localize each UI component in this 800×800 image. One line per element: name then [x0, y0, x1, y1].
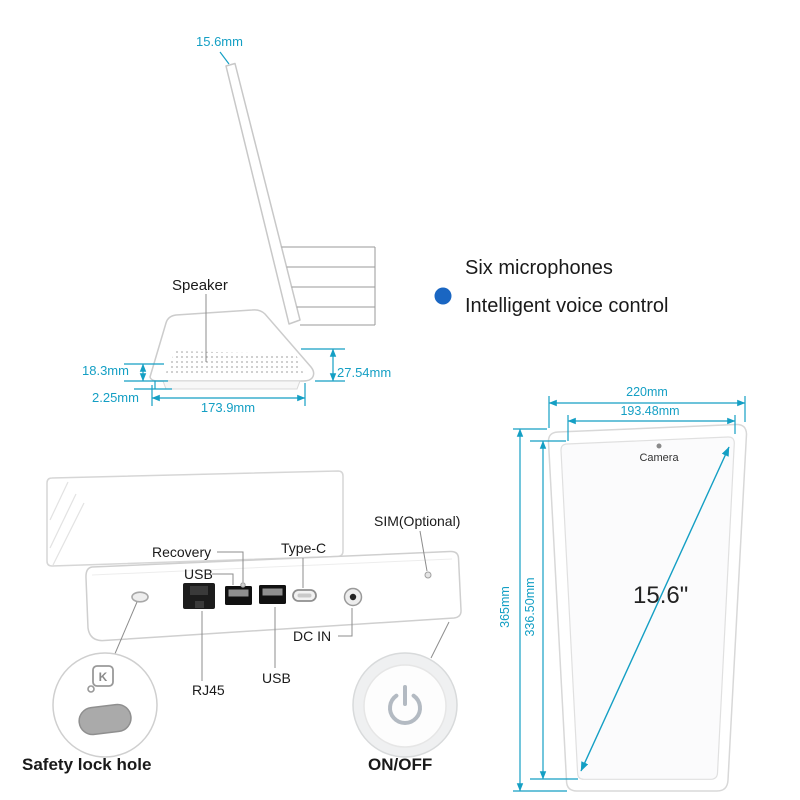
dim-label-right-height: 27.54mm — [337, 365, 392, 380]
lock-slot-detail — [78, 703, 132, 736]
dim-diagonal — [580, 446, 730, 772]
dim-220 — [548, 396, 746, 428]
rj45-port — [183, 583, 215, 609]
dim-365 — [513, 428, 567, 792]
mic-callout-bracket — [281, 246, 376, 326]
mic-subtitle: Intelligent voice control — [465, 295, 669, 317]
dim-label-screen-height: 336.50mm — [523, 577, 537, 637]
dim-label-screen-width: 193.48mm — [620, 404, 680, 418]
dc-in-port — [343, 587, 363, 607]
dim-18-3 — [124, 363, 168, 382]
camera-label: Camera — [639, 452, 679, 464]
dc-in-label: DC IN — [293, 628, 332, 644]
side-screen-profile — [225, 62, 301, 325]
dim-336-50 — [530, 440, 578, 780]
diagonal-size-label: 15.6" — [633, 582, 689, 609]
dim-leader-thickness — [219, 51, 230, 65]
dim-label-thickness: 15.6mm — [196, 34, 243, 49]
usb-port-1 — [225, 586, 252, 605]
dim-label-outer-height: 365mm — [498, 586, 512, 628]
kensington-lock-icon: K — [87, 665, 114, 693]
speaker-label: Speaker — [172, 277, 228, 294]
svg-text:K: K — [99, 670, 108, 684]
base-top-edge — [91, 558, 453, 576]
speaker-grille — [165, 351, 304, 375]
dim-label-base-width: 173.9mm — [200, 400, 256, 415]
mic-title: Six microphones — [465, 257, 613, 279]
dim-173-9 — [151, 383, 306, 406]
front-view — [513, 396, 748, 792]
dim-193-48 — [567, 415, 736, 441]
usb-top-label: USB — [184, 566, 213, 582]
safety-lock-label: Safety lock hole — [22, 755, 152, 774]
dim-label-foot-height: 2.25mm — [92, 390, 139, 405]
usb-port-2 — [259, 585, 286, 604]
type-c-label: Type-C — [281, 540, 327, 556]
rj45-label: RJ45 — [192, 682, 225, 698]
power-button-detail — [352, 652, 458, 758]
back-panel-shading — [49, 481, 85, 566]
power-label: ON/OFF — [368, 755, 433, 774]
back-view: K — [46, 470, 462, 758]
back-leader-lines — [113, 530, 450, 681]
camera-dot — [656, 443, 662, 449]
dim-label-left-height: 18.3mm — [82, 363, 129, 378]
usb-bottom-label: USB — [262, 670, 291, 686]
type-c-port — [292, 589, 317, 602]
power-icon — [388, 685, 422, 725]
safety-lock-detail: K — [52, 652, 158, 758]
side-view — [124, 51, 452, 406]
recovery-pinhole — [240, 582, 246, 588]
side-base-foot — [162, 380, 301, 390]
sim-pinhole — [424, 571, 432, 579]
dim-2-25 — [134, 381, 172, 390]
recovery-label: Recovery — [152, 544, 212, 560]
mic-callout-dot — [434, 287, 452, 305]
dim-label-outer-width: 220mm — [626, 385, 668, 399]
sim-label: SIM(Optional) — [374, 513, 461, 529]
dim-27-54 — [301, 348, 345, 382]
lock-slot-port — [131, 591, 149, 603]
